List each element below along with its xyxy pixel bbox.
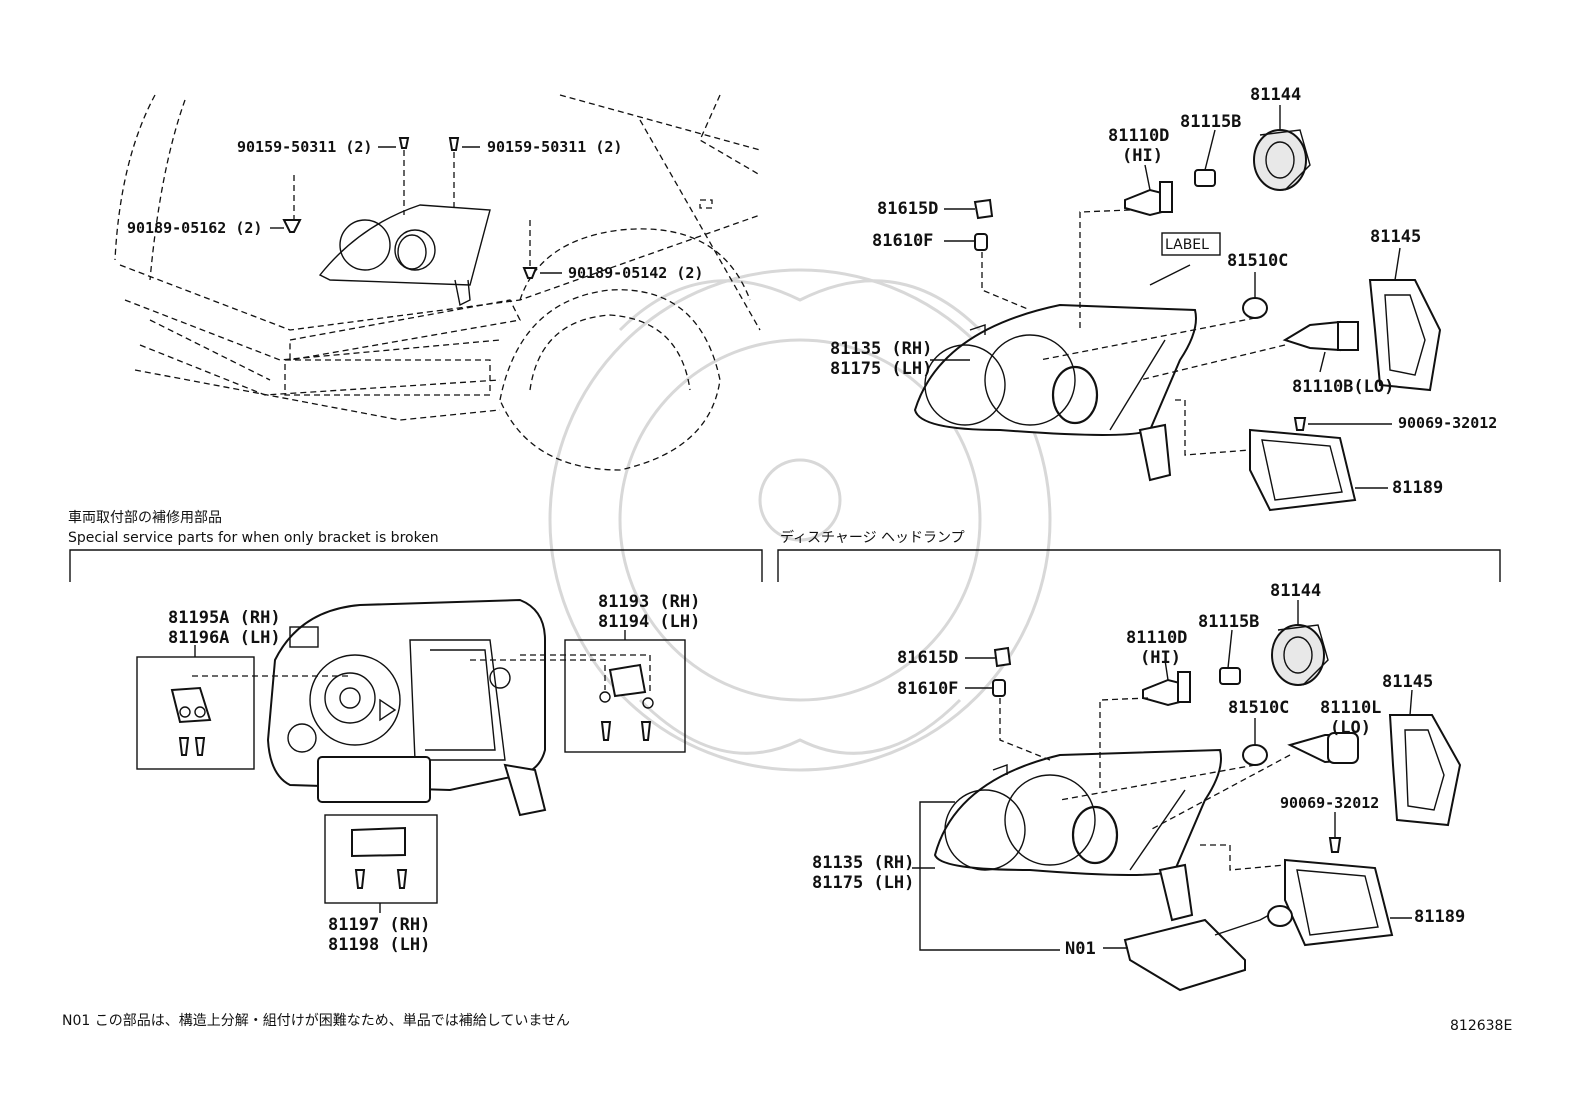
bracket-section-frame — [69, 549, 763, 582]
label-90189-05162: 90189-05162 (2) — [127, 219, 262, 237]
bracket-81193 — [599, 663, 654, 741]
bracket-81195a — [170, 686, 212, 756]
label-81110l-discharge: 81110L — [1320, 698, 1381, 718]
label-81175-lh-top: 81175 (LH) — [830, 359, 932, 379]
bulb-81110b-lo-top — [1282, 320, 1359, 352]
label-81510c-top: 81510C — [1227, 251, 1288, 271]
bracket-section-title-jp: 車両取付部の補修用部品 — [68, 509, 222, 526]
label-box-top — [1161, 232, 1221, 256]
socket-81615d-top — [973, 198, 994, 220]
label-81610f-top: 81610F — [872, 231, 933, 251]
headlamp-assembly-discharge — [933, 748, 1222, 922]
box-81193 — [564, 639, 686, 753]
label-81610f-discharge: 81610F — [897, 679, 958, 699]
diagram-code: 812638E — [1450, 1018, 1512, 1034]
headlamp-assembly-top — [913, 264, 1197, 482]
label-hi-top: (HI) — [1122, 146, 1163, 166]
label-81196a-lh: 81196A (LH) — [168, 628, 281, 648]
label-90069-32012-discharge: 90069-32012 — [1280, 794, 1379, 812]
label-90159-50311-right: 90159-50311 (2) — [487, 138, 622, 156]
label-81193-rh: 81193 (RH) — [598, 592, 700, 612]
cap-81144-discharge — [1271, 624, 1329, 686]
label-81145-top: 81145 — [1370, 227, 1421, 247]
label-81510c-discharge: 81510C — [1228, 698, 1289, 718]
gasket-81145-top — [1368, 279, 1442, 392]
screw-90069-32012-top — [1293, 417, 1307, 431]
label-81198-lh: 81198 (LH) — [328, 935, 430, 955]
bulb-81510c-top — [1242, 297, 1268, 319]
label-n01: N01 — [1065, 939, 1096, 959]
discharge-section-title: ディスチャージ ヘッドランプ — [780, 529, 965, 546]
bulb-81110l-lo-discharge — [1287, 732, 1359, 764]
label-lo-discharge: (LO) — [1330, 718, 1371, 738]
bulb-81610f-discharge — [992, 679, 1006, 697]
label-hi-discharge: (HI) — [1140, 648, 1181, 668]
label-81145-discharge: 81145 — [1382, 672, 1433, 692]
label-81189-discharge: 81189 — [1414, 907, 1465, 927]
label-81135-rh-top: 81135 (RH) — [830, 339, 932, 359]
cap-81144-top — [1253, 129, 1311, 191]
fastener-icons-top-left — [282, 137, 538, 279]
bulb-81610f-top — [974, 233, 988, 251]
socket-81615d-discharge — [993, 646, 1012, 668]
label-81197-rh: 81197 (RH) — [328, 915, 430, 935]
bulb-81115b-discharge — [1219, 667, 1241, 685]
bulb-81110d-discharge — [1142, 671, 1191, 707]
label-81115b-discharge: 81115B — [1198, 612, 1259, 632]
label-90069-32012-top: 90069-32012 — [1398, 414, 1497, 432]
label-81144-discharge: 81144 — [1270, 581, 1321, 601]
bracket-section-title-en: Special service parts for when only brac… — [68, 530, 439, 546]
footnote-n01: N01 この部品は、構造上分解・組付けが困難なため、単品では補給していません — [62, 1013, 570, 1029]
bracket-81197 — [351, 826, 408, 889]
label-81189-top: 81189 — [1392, 478, 1443, 498]
cover-81189-top — [1249, 428, 1357, 512]
label-81195a-rh: 81195A (RH) — [168, 608, 281, 628]
label-81615d-top: 81615D — [877, 199, 938, 219]
label-81135-rh-discharge: 81135 (RH) — [812, 853, 914, 873]
watermark-emblem — [548, 268, 1052, 772]
discharge-section-frame — [777, 549, 1501, 582]
label-81110d-discharge: 81110D — [1126, 628, 1187, 648]
label-81615d-discharge: 81615D — [897, 648, 958, 668]
label-81175-lh-discharge: 81175 (LH) — [812, 873, 914, 893]
label-81194-lh: 81194 (LH) — [598, 612, 700, 632]
label-81110b-lo-top: 81110B(LO) — [1292, 377, 1394, 397]
bulb-81510c-discharge — [1242, 744, 1268, 766]
vehicle-front-drawing — [114, 94, 761, 471]
screw-90069-32012-discharge — [1328, 837, 1342, 853]
label-90189-05142: 90189-05142 (2) — [568, 264, 703, 282]
bulb-81115b-top — [1194, 169, 1216, 187]
cover-81189-discharge — [1284, 858, 1394, 947]
label-90159-50311-left: 90159-50311 (2) — [237, 138, 372, 156]
label-text-top: LABEL — [1165, 237, 1209, 253]
label-81115b-top: 81115B — [1180, 112, 1241, 132]
ballast-n01 — [1123, 905, 1293, 992]
bulb-81110d-top — [1124, 181, 1173, 217]
box-81197 — [324, 814, 438, 904]
label-81110d-top: 81110D — [1108, 126, 1169, 146]
headlamp-rear-view — [266, 598, 547, 817]
label-81144-top: 81144 — [1250, 85, 1301, 105]
